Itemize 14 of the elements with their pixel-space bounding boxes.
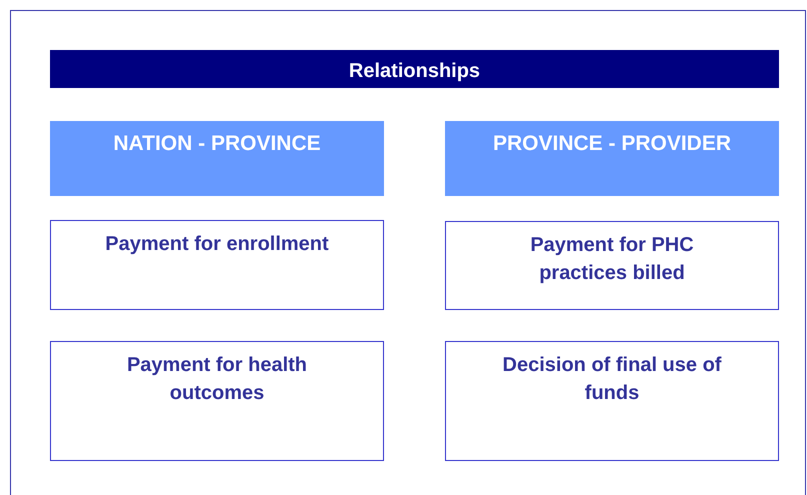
content-text: Decision of final use of funds [502,353,722,406]
content-text: Payment for enrollment [104,232,330,257]
header-box [445,121,779,196]
content-box [50,220,384,310]
title-text: Relationships [348,59,482,84]
header-text: PROVINCE - PROVIDER [492,131,732,157]
title-bar [50,50,779,88]
content-text: Payment for PHC practices billed [529,233,695,286]
content-text: Payment for health outcomes [126,353,308,406]
content-box [445,341,779,461]
content-box [445,221,779,310]
header-text: NATION - PROVINCE [112,131,322,157]
header-box [50,121,384,196]
content-box [50,341,384,461]
